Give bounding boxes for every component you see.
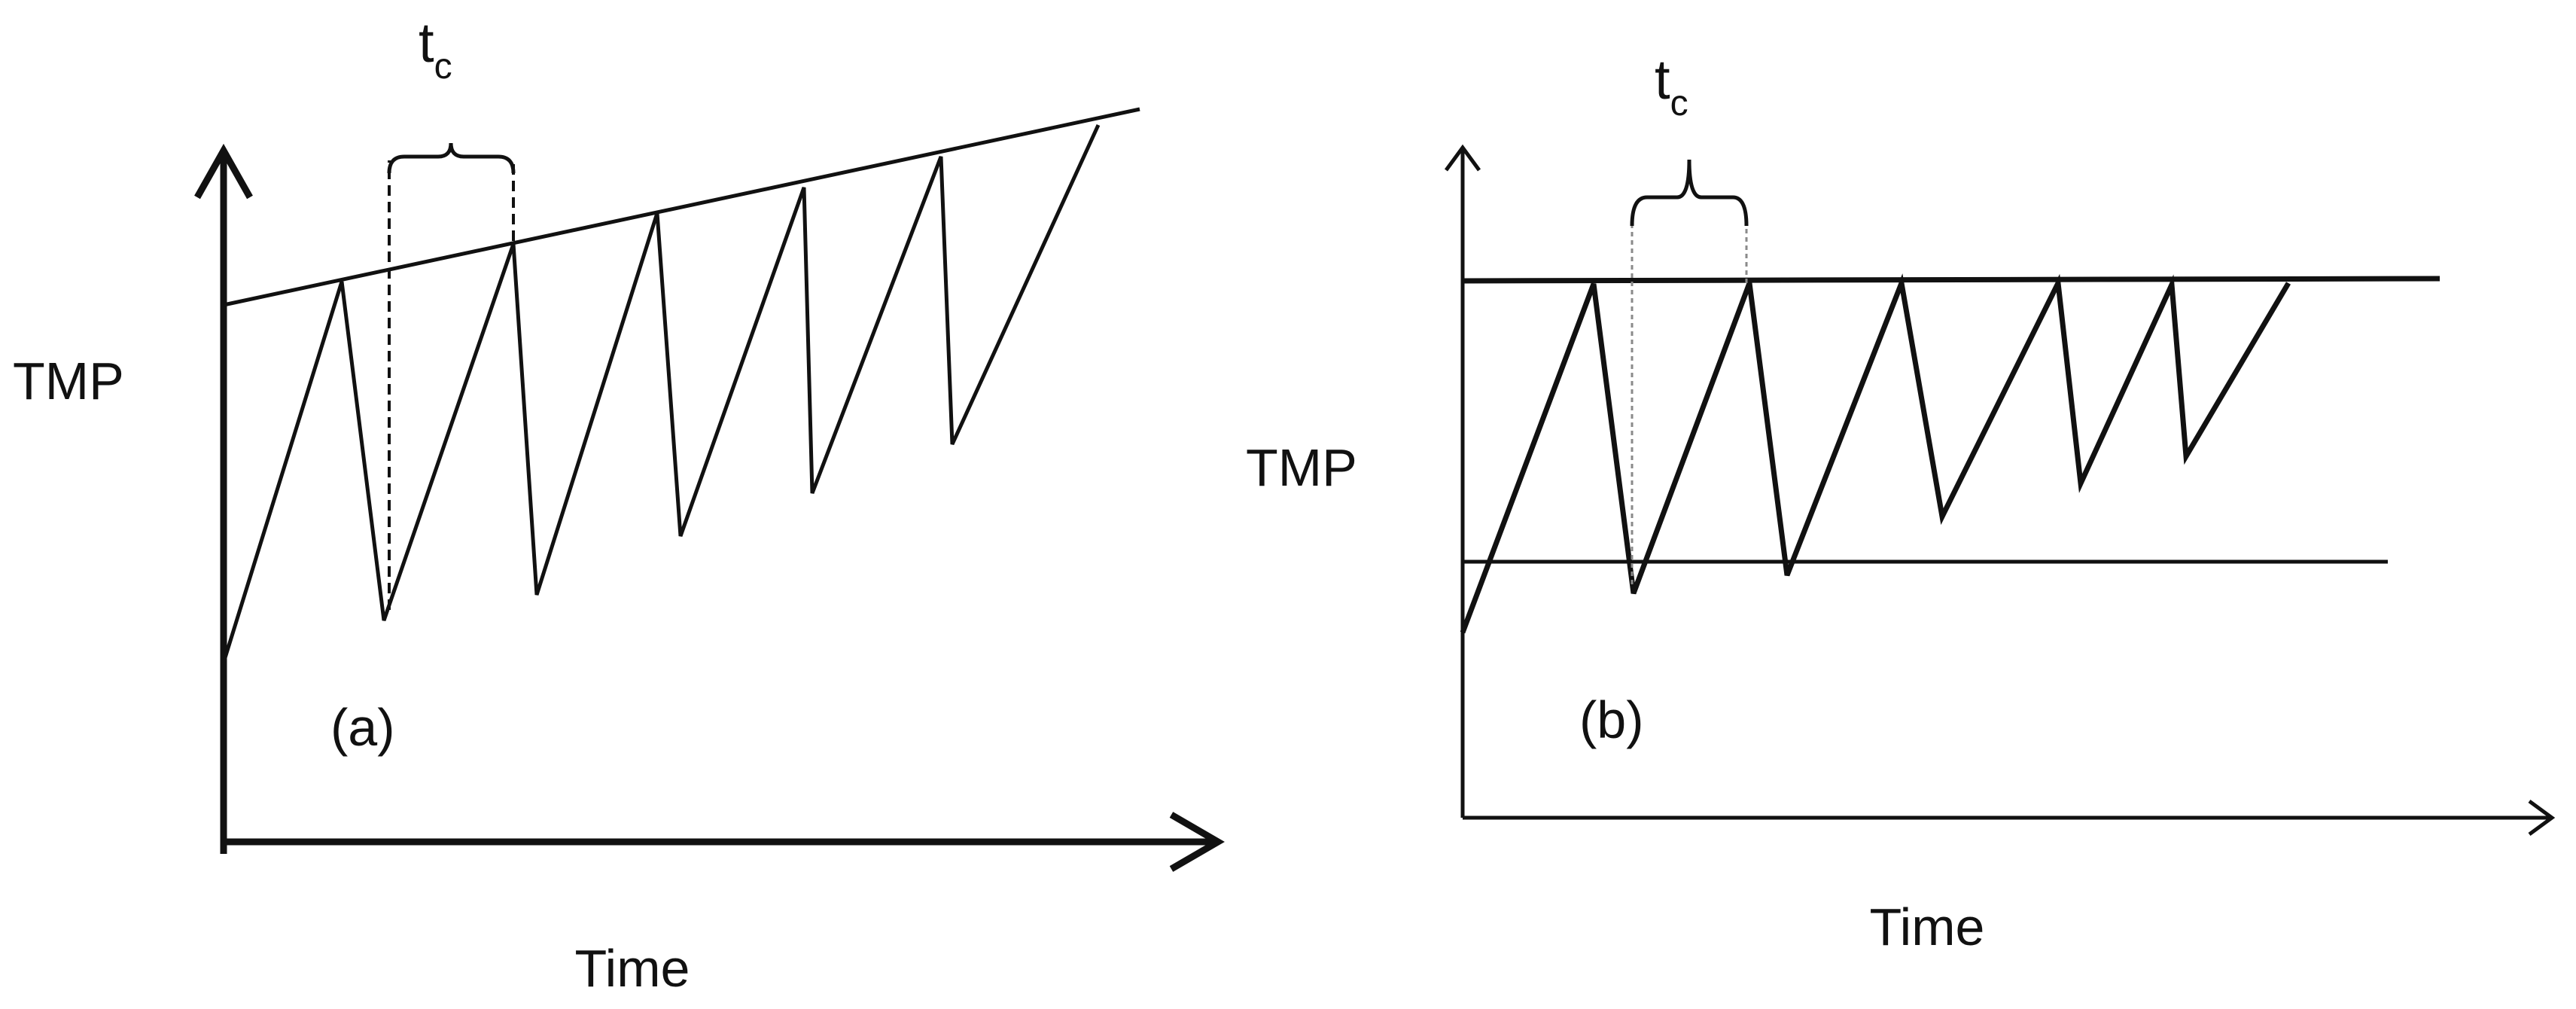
panel-b-tc-main: t: [1655, 48, 1670, 111]
panel-b-tag: (b): [1579, 690, 1644, 749]
panel-a-y-axis-arrowhead: [194, 143, 253, 200]
panel-b-upper-limit-line: [1462, 276, 2441, 284]
panel-b-y-axis-arrowhead: [1444, 144, 1481, 172]
panel-b-tc-brace: [1630, 159, 1749, 227]
panel-a-envelope-line: [223, 107, 1140, 307]
panel-b-x-label: Time: [1870, 898, 1985, 956]
panel-a-tag: (a): [330, 698, 395, 757]
panel-b-tc-subscript: c: [1670, 84, 1688, 123]
panel-a: tc TMP (a) Time: [13, 11, 1225, 998]
panel-b: tc TMP (b) Time: [1246, 48, 2556, 956]
panel-b-tmp-curve: [1460, 273, 2291, 634]
panel-b-y-label: TMP: [1246, 438, 1357, 497]
panel-a-tc-brace: [387, 142, 516, 174]
panel-a-tc-label: tc: [419, 11, 452, 87]
panel-a-x-label: Time: [575, 939, 690, 998]
panel-a-x-axis-arrowhead: [1169, 812, 1225, 872]
panel-b-tc-label: tc: [1655, 48, 1688, 123]
panel-a-tc-main: t: [419, 11, 434, 74]
panel-a-tc-subscript: c: [434, 47, 452, 87]
panel-a-y-label: TMP: [13, 352, 124, 410]
panel-a-tmp-curve: [221, 123, 1101, 663]
panel-b-x-axis-arrowhead: [2528, 799, 2556, 837]
